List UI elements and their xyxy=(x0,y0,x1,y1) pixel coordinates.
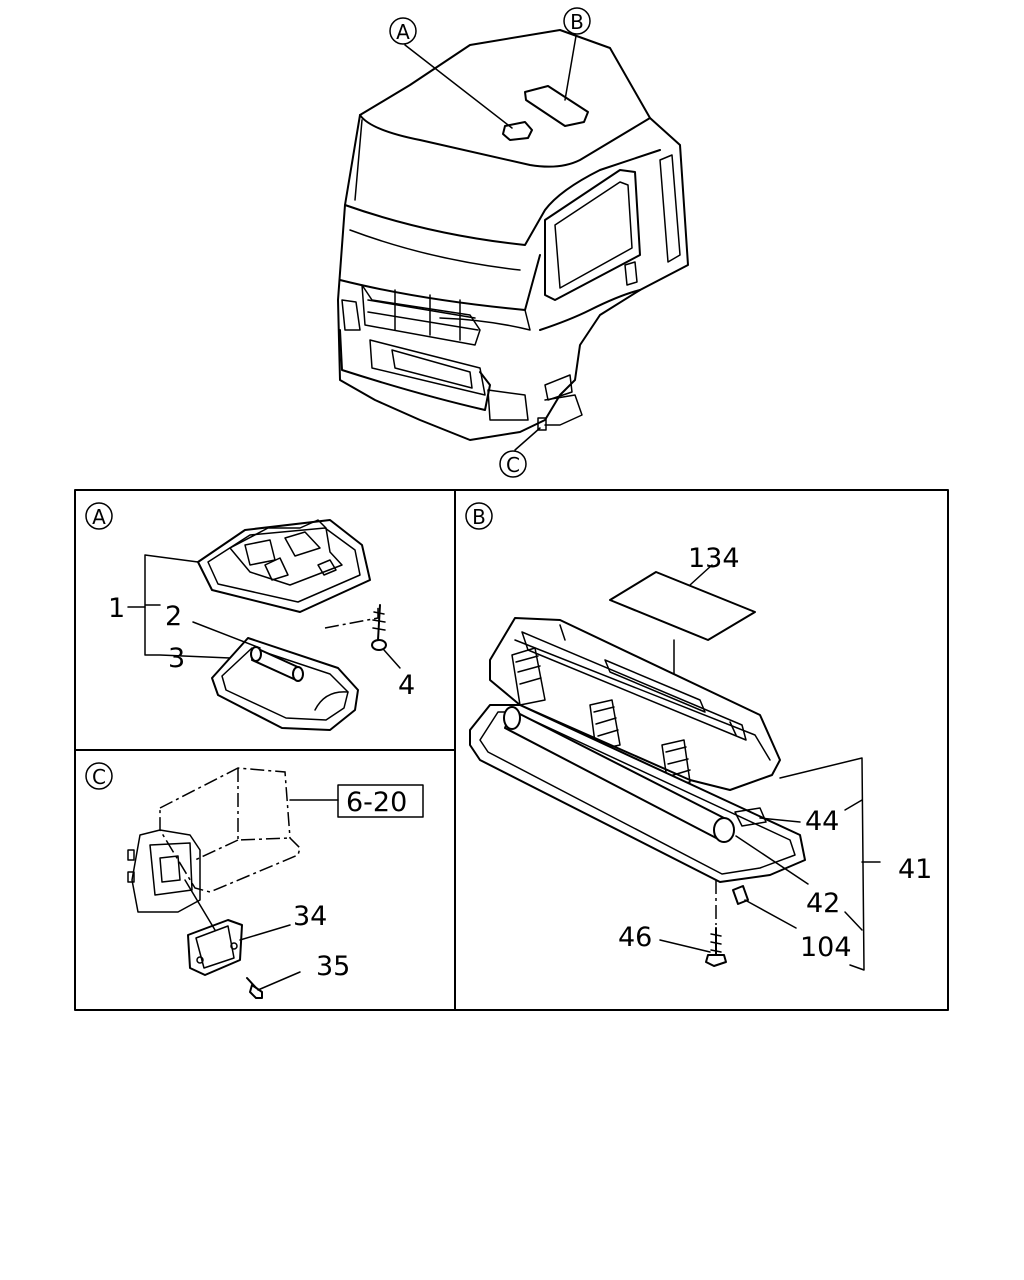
svg-text:C: C xyxy=(92,765,106,789)
label-part-35: 35 xyxy=(316,951,350,982)
clip-part-44 xyxy=(734,807,767,827)
panel-c: C 6-20 34 35 xyxy=(85,762,424,999)
callout-b-panel: B xyxy=(465,502,493,530)
panel-a: A 1 xyxy=(85,502,415,731)
callout-a-panel: A xyxy=(85,502,113,530)
svg-text:A: A xyxy=(396,20,410,44)
callout-a-top: A xyxy=(389,17,417,45)
step-fender-reference xyxy=(127,767,301,913)
svg-text:A: A xyxy=(92,505,106,529)
room-lamp-housing xyxy=(489,617,781,791)
label-part-34: 34 xyxy=(293,901,327,932)
label-part-2: 2 xyxy=(165,601,182,632)
dome-lamp-bulb xyxy=(250,646,304,682)
callout-b-top: B xyxy=(563,7,591,35)
callout-c-top: C xyxy=(499,450,527,478)
panel-b: B xyxy=(465,502,932,971)
label-part-46: 46 xyxy=(618,922,652,953)
fluorescent-tube xyxy=(503,706,735,843)
label-part-104: 104 xyxy=(800,932,852,963)
screw-part-46 xyxy=(705,880,727,967)
label-part-41: 41 xyxy=(898,854,932,885)
label-part-134: 134 xyxy=(688,543,740,574)
label-sheet xyxy=(609,571,756,641)
dome-lamp-housing xyxy=(197,519,371,613)
label-part-4: 4 xyxy=(398,670,415,701)
label-part-44: 44 xyxy=(805,806,839,837)
screw-part-4 xyxy=(371,604,401,669)
clip-part-104 xyxy=(732,885,749,905)
svg-text:C: C xyxy=(506,453,520,477)
cab-overview xyxy=(337,29,689,451)
label-part-42: 42 xyxy=(806,888,840,919)
label-ref-6-20: 6-20 xyxy=(346,787,407,818)
reference-box xyxy=(337,784,424,818)
svg-text:B: B xyxy=(472,505,486,529)
dome-lamp-lens xyxy=(211,637,359,731)
label-part-1: 1 xyxy=(108,593,125,624)
screw-part-35 xyxy=(246,977,263,999)
side-lamp-cover xyxy=(187,919,243,976)
label-part-3: 3 xyxy=(168,643,185,674)
svg-text:B: B xyxy=(570,10,584,34)
callout-c-panel: C xyxy=(85,762,113,790)
